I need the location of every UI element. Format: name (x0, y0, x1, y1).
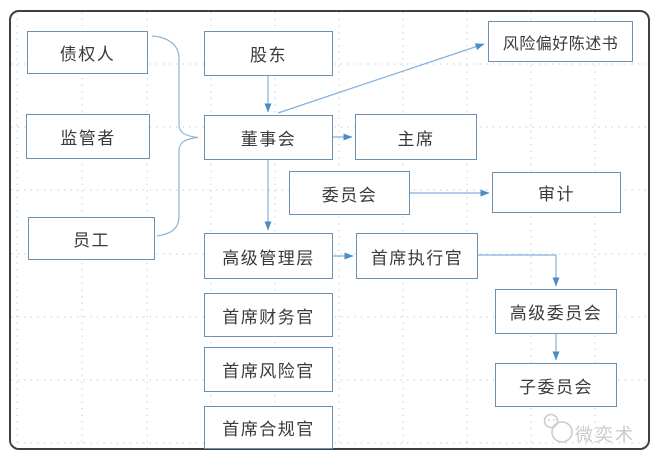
node-cfo-label: 首席财务官 (222, 307, 315, 327)
node-senior-management-label: 高级管理层 (222, 248, 315, 268)
node-chairman: 主席 (355, 114, 477, 160)
node-audit-label: 审计 (538, 185, 575, 204)
node-senior-committee-label: 高级委员会 (509, 304, 603, 323)
node-sub-committee: 子委员会 (495, 363, 617, 407)
node-senior-committee: 高级委员会 (495, 289, 617, 334)
node-board-label: 董事会 (240, 130, 297, 149)
node-ceo: 首席执行官 (356, 233, 478, 279)
node-risk-appetite-statement: 风险偏好陈述书 (488, 21, 633, 62)
node-committee-label: 委员会 (321, 185, 378, 205)
node-cco: 首席合规官 (204, 406, 333, 449)
node-shareholders-label: 股东 (250, 46, 287, 65)
node-chairman-label: 主席 (397, 129, 435, 149)
node-regulators: 监管者 (26, 114, 150, 159)
node-regulators-label: 监管者 (60, 129, 116, 148)
node-creditors-label: 债权人 (59, 45, 116, 64)
watermark-text: 微奕术 (575, 425, 635, 445)
node-ceo-label: 首席执行官 (370, 248, 464, 268)
node-audit: 审计 (492, 172, 621, 213)
node-cfo: 首席财务官 (204, 293, 333, 337)
node-employees: 员工 (28, 217, 155, 260)
node-committee: 委员会 (289, 171, 410, 215)
node-senior-management: 高级管理层 (204, 233, 333, 279)
node-cro: 首席风险官 (204, 347, 333, 392)
node-cco-label: 首席合规官 (222, 420, 315, 439)
node-board-of-directors: 董事会 (204, 115, 333, 160)
node-cro-label: 首席风险官 (222, 362, 315, 381)
node-risk-appetite-label: 风险偏好陈述书 (502, 35, 619, 53)
node-employees-label: 员工 (73, 231, 110, 250)
node-sub-committee-label: 子委员会 (519, 377, 593, 397)
node-shareholders: 股东 (204, 31, 333, 76)
node-creditors: 债权人 (27, 31, 148, 74)
